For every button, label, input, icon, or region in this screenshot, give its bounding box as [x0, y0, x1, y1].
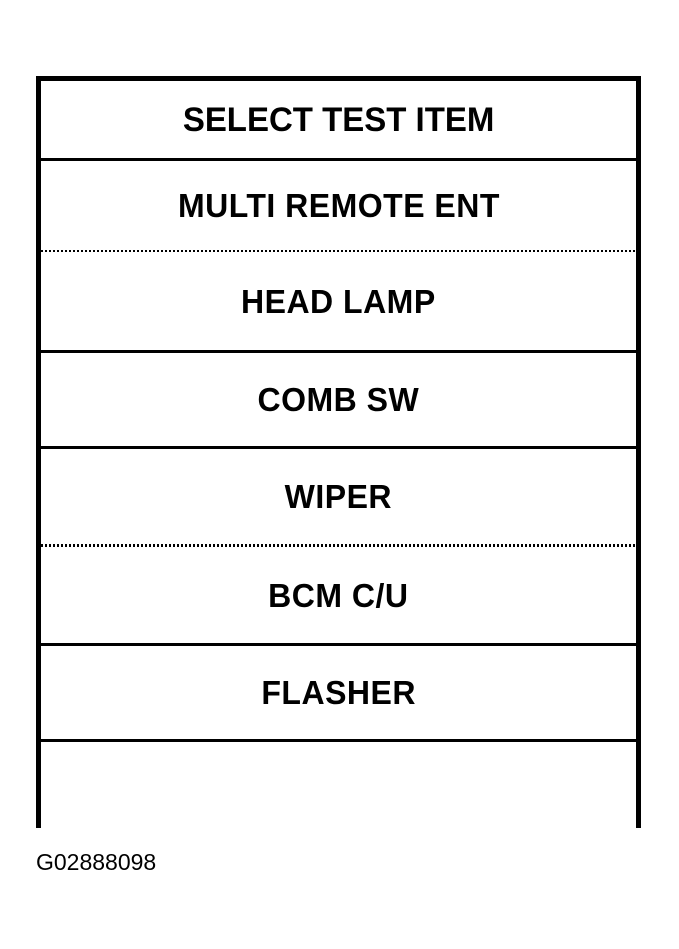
menu-item-comb-sw[interactable]: COMB SW	[41, 353, 636, 446]
figure-caption: G02888098	[36, 849, 157, 875]
menu-item-flasher[interactable]: FLASHER	[41, 646, 636, 739]
separator-solid-5	[41, 643, 636, 646]
menu-item-label: WIPER	[284, 478, 393, 515]
separator-solid-2	[41, 350, 636, 353]
menu-header-row: SELECT TEST ITEM	[41, 81, 636, 158]
separator-solid-6	[41, 739, 636, 742]
menu-header-label: SELECT TEST ITEM	[182, 100, 495, 139]
menu-item-multi-remote-ent[interactable]: MULTI REMOTE ENT	[41, 161, 636, 250]
menu-item-label: MULTI REMOTE ENT	[177, 187, 500, 224]
separator-dotted-4	[41, 544, 636, 547]
separator-solid-3	[41, 446, 636, 449]
menu-item-head-lamp[interactable]: HEAD LAMP	[41, 252, 636, 350]
menu-item-label: FLASHER	[261, 674, 416, 711]
menu-item-empty[interactable]	[41, 742, 636, 830]
menu-item-wiper[interactable]: WIPER	[41, 449, 636, 544]
menu-item-label: COMB SW	[257, 381, 420, 418]
separator-dotted-1	[41, 250, 636, 252]
menu-item-bcm-cu[interactable]: BCM C/U	[41, 547, 636, 643]
select-test-item-menu: SELECT TEST ITEM MULTI REMOTE ENT HEAD L…	[36, 76, 641, 830]
menu-item-label: BCM C/U	[268, 576, 409, 614]
menu-item-label: HEAD LAMP	[241, 282, 436, 320]
separator-header	[41, 158, 636, 161]
